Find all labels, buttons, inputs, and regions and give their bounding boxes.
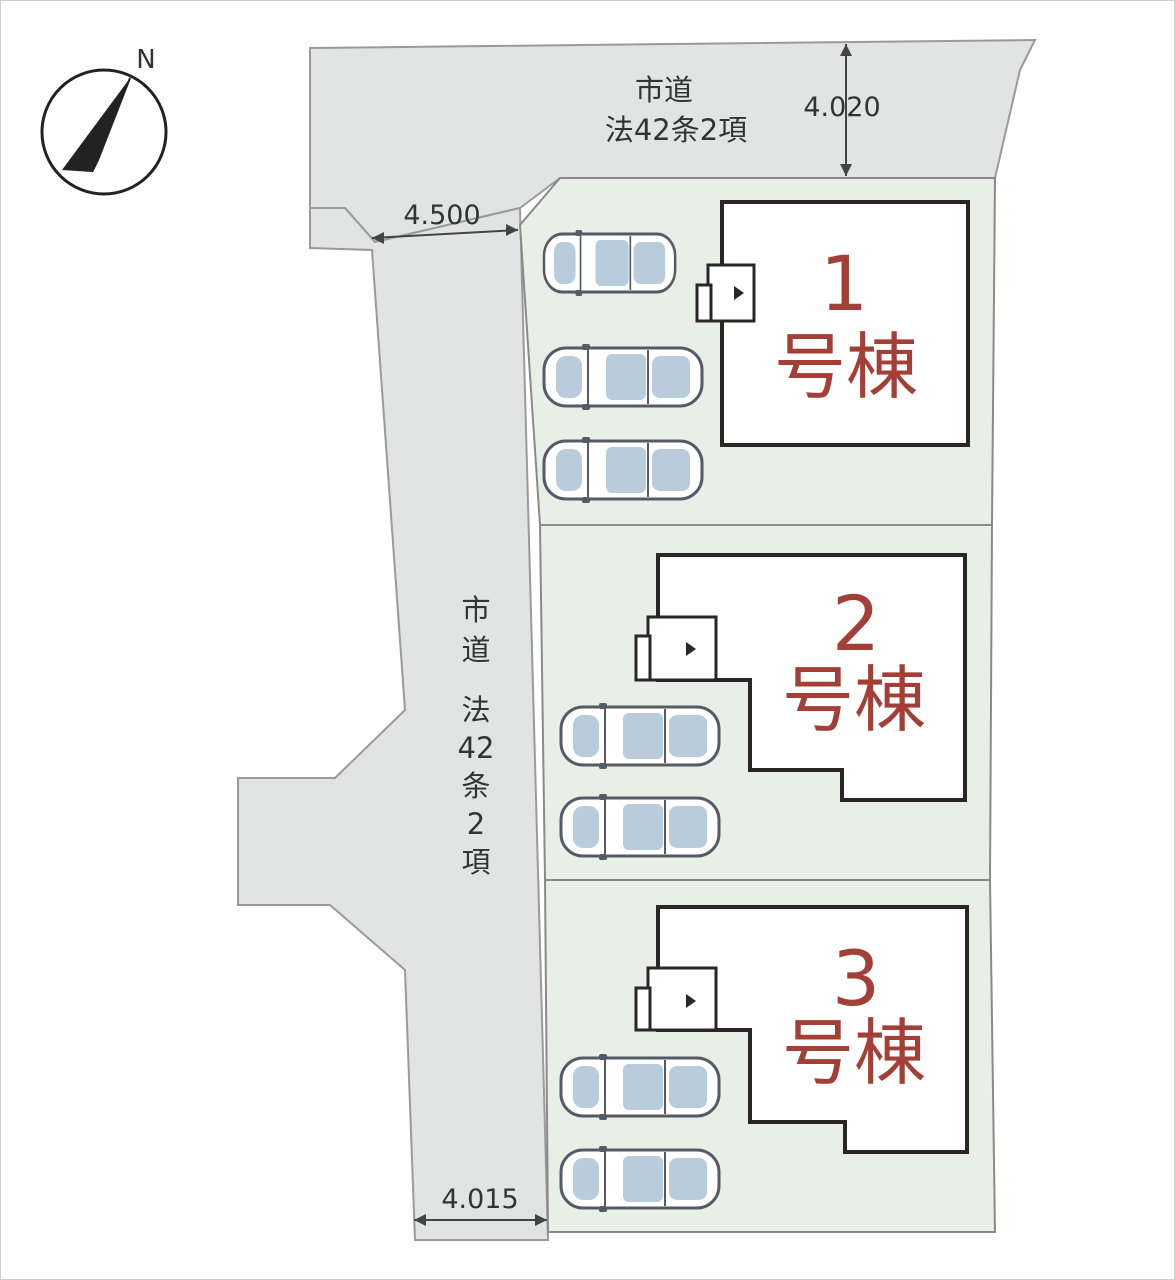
lot-1-car-icon xyxy=(542,342,704,412)
lot-3-entrance-icon xyxy=(634,966,718,1032)
lot-3-name: 号棟 xyxy=(782,1011,926,1095)
west-road xyxy=(237,206,550,1241)
lot-1-number: 1 xyxy=(820,239,868,328)
lot-1-car-icon xyxy=(542,228,677,298)
lot-3-car-icon xyxy=(559,1144,721,1214)
west-road-char-3: 法 xyxy=(461,693,490,727)
lot-1-car-icon xyxy=(542,435,704,505)
west-road-char-5: 条 xyxy=(461,769,490,803)
lot-2-car-icon xyxy=(559,792,721,862)
west-road-char-4: 42 xyxy=(458,731,495,765)
lot-2-number: 2 xyxy=(832,579,880,668)
lot-2-entrance-icon xyxy=(634,615,718,682)
lot-1-building xyxy=(720,200,970,447)
lot-3-car-icon xyxy=(559,1052,721,1122)
west-road-width-top-value: 4.500 xyxy=(403,200,480,231)
lot-2-car-icon xyxy=(559,701,721,771)
lot-1-name: 号棟 xyxy=(774,325,918,409)
lot-3-number: 3 xyxy=(832,934,880,1023)
north-road-width-dimension xyxy=(840,44,852,176)
north-label: N xyxy=(136,45,155,75)
lot-1-entrance-icon xyxy=(695,263,756,323)
north-road-width-value: 4.020 xyxy=(803,92,880,123)
west-road-char-6: 2 xyxy=(467,807,485,841)
lot-2-name: 号棟 xyxy=(782,658,926,742)
west-road-width-bottom-value: 4.015 xyxy=(441,1184,518,1215)
north-arrow-icon xyxy=(40,68,168,196)
north-road-designation: 法42条2項 xyxy=(605,113,747,147)
west-road-char-1: 市 xyxy=(461,593,490,627)
west-road-char-7: 項 xyxy=(461,845,490,879)
west-road-width-top-dimension xyxy=(371,224,519,244)
north-road-label: 市道 xyxy=(635,73,693,107)
west-road-width-bottom-dimension xyxy=(414,1214,547,1226)
west-road-char-2: 道 xyxy=(461,633,490,667)
